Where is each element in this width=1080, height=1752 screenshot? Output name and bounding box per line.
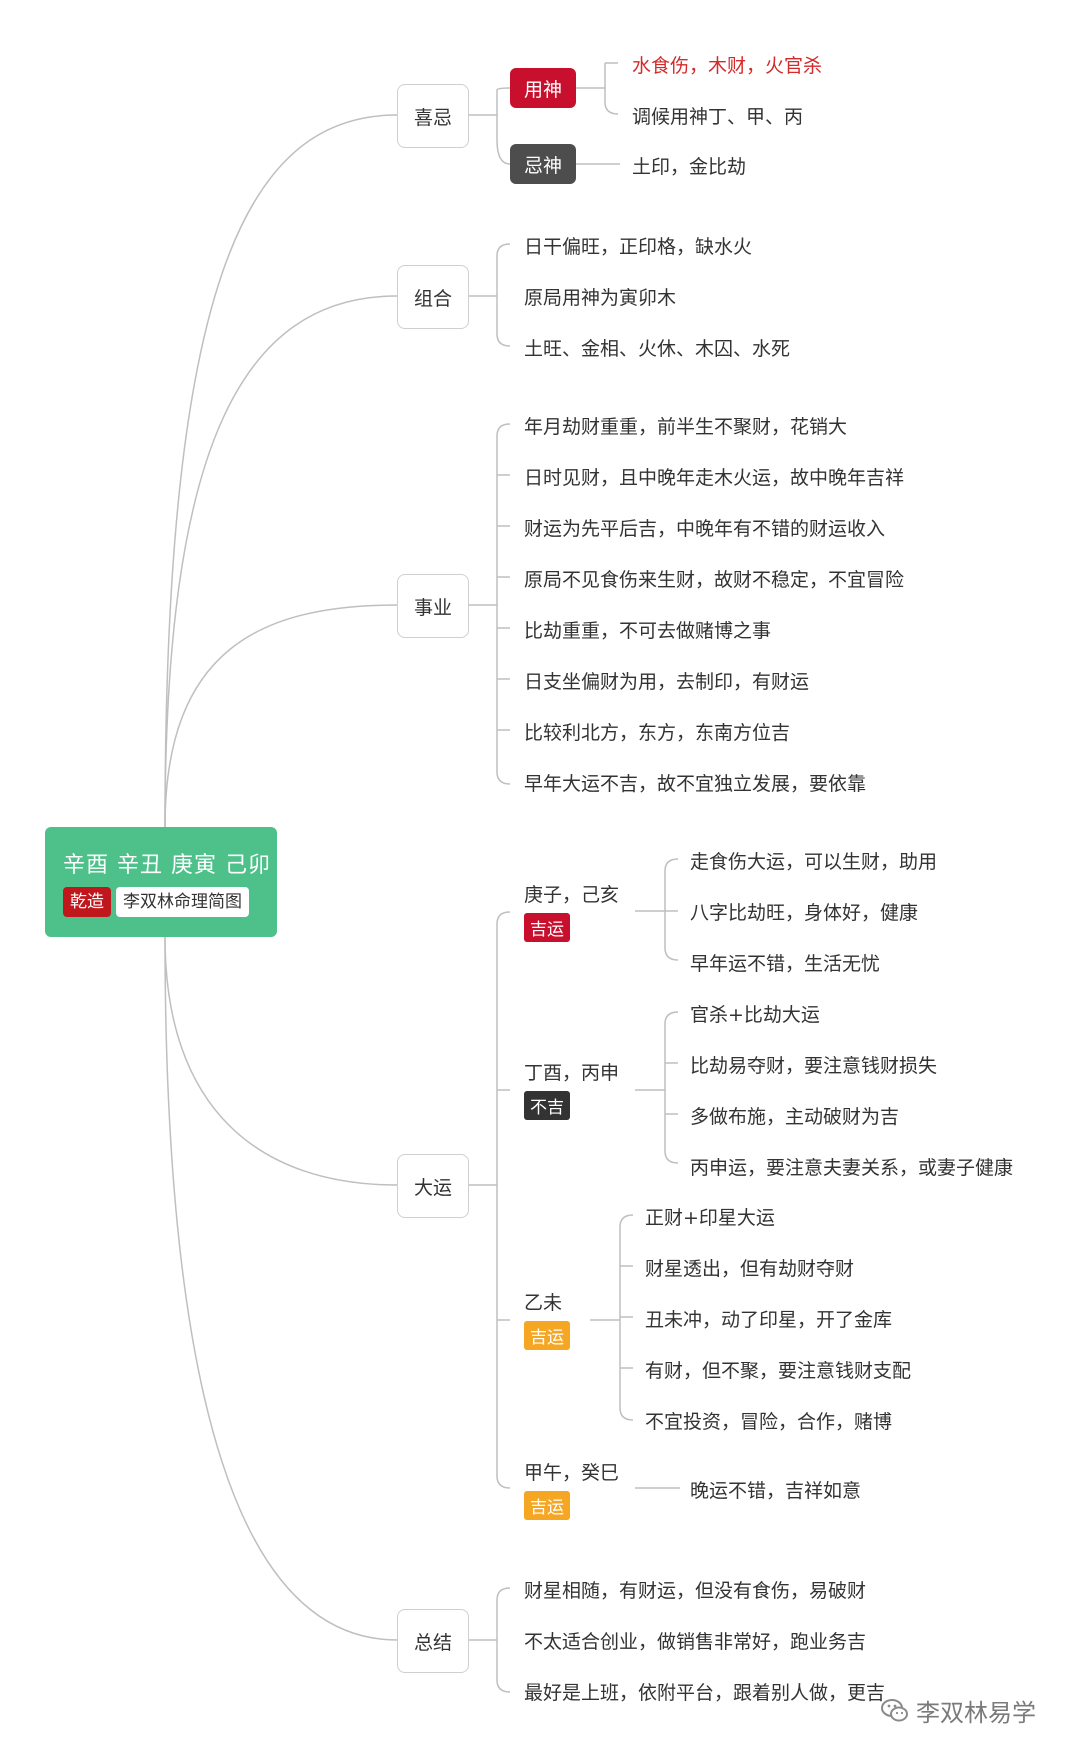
yongshen-item-2: 调候用神丁、甲、丙 [632, 106, 804, 128]
period-1-item-2: 八字比劫旺，身体好，健康 [690, 902, 919, 924]
shiye-item-5: 比劫重重，不可去做赌博之事 [524, 620, 772, 642]
root-tag-author: 李双林命理简图 [116, 887, 249, 917]
period-3-item-3: 丑未冲，动了印星，开了金库 [645, 1309, 893, 1331]
period-3-item-5: 不宜投资，冒险，合作，赌博 [645, 1411, 893, 1433]
period-4-tag: 吉运 [524, 1491, 570, 1520]
period-2-name: 丁酉，丙申 [524, 1062, 620, 1084]
root-title: 辛酉 辛丑 庚寅 己卯 [63, 853, 271, 878]
zongjie-item-2: 不太适合创业，做销售非常好，跑业务吉 [524, 1631, 867, 1653]
watermark-text: 李双林易学 [916, 1699, 1036, 1727]
category-shiye[interactable]: 事业 [397, 574, 469, 638]
dayun-period-3[interactable]: 乙未 吉运 [524, 1288, 570, 1350]
period-4-name: 甲午，癸巳 [524, 1462, 620, 1484]
root-node[interactable]: 辛酉 辛丑 庚寅 己卯 乾造 李双林命理简图 [45, 827, 277, 937]
shiye-item-3: 财运为先平后吉，中晚年有不错的财运收入 [524, 518, 886, 540]
shiye-item-1: 年月劫财重重，前半生不聚财，花销大 [524, 416, 848, 438]
shiye-item-8: 早年大运不吉，故不宜独立发展，要依靠 [524, 773, 867, 795]
jishen-item-1: 土印，金比劫 [632, 156, 747, 178]
jishen-node[interactable]: 忌神 [510, 144, 576, 184]
period-3-tag: 吉运 [524, 1321, 570, 1350]
period-2-item-1: 官杀+比劫大运 [690, 1004, 820, 1026]
period-1-tag: 吉运 [524, 913, 570, 942]
shiye-item-7: 比较利北方，东方，东南方位吉 [524, 722, 791, 744]
period-3-item-4: 有财，但不聚，要注意钱财支配 [645, 1360, 912, 1382]
yongshen-node[interactable]: 用神 [510, 68, 576, 108]
period-1-item-3: 早年运不错，生活无忧 [690, 953, 881, 975]
category-zuhe[interactable]: 组合 [397, 265, 469, 329]
period-2-item-2: 比劫易夺财，要注意钱财损失 [690, 1055, 938, 1077]
zuhe-item-2: 原局用神为寅卯木 [524, 287, 677, 309]
period-1-item-1: 走食伤大运，可以生财，助用 [690, 851, 938, 873]
period-3-item-1: 正财+印星大运 [645, 1207, 775, 1229]
dayun-period-2[interactable]: 丁酉，丙申 不吉 [524, 1058, 619, 1120]
category-zongjie[interactable]: 总结 [397, 1609, 469, 1673]
shiye-item-4: 原局不见食伤来生财，故财不稳定，不宜冒险 [524, 569, 905, 591]
watermark: 李双林易学 [880, 1693, 1036, 1728]
shiye-item-2: 日时见财，且中晚年走木火运，故中晚年吉祥 [524, 467, 905, 489]
shiye-item-6: 日支坐偏财为用，去制印，有财运 [524, 671, 810, 693]
wechat-icon [881, 1698, 908, 1721]
zuhe-item-1: 日干偏旺，正印格，缺水火 [524, 236, 753, 258]
period-4-item-1: 晚运不错，吉祥如意 [690, 1480, 862, 1502]
root-tag-qianzao: 乾造 [63, 887, 111, 917]
period-3-name: 乙未 [524, 1292, 563, 1314]
dayun-period-4[interactable]: 甲午，癸巳 吉运 [524, 1458, 619, 1520]
period-2-tag: 不吉 [524, 1091, 570, 1120]
dayun-period-1[interactable]: 庚子，己亥 吉运 [524, 880, 619, 942]
zongjie-item-3: 最好是上班，依附平台，跟着别人做，更吉 [524, 1682, 886, 1704]
period-1-name: 庚子，己亥 [524, 884, 620, 906]
period-2-item-3: 多做布施，主动破财为吉 [690, 1106, 900, 1128]
period-3-item-2: 财星透出，但有劫财夺财 [645, 1258, 855, 1280]
zongjie-item-1: 财星相随，有财运，但没有食伤，易破财 [524, 1580, 867, 1602]
yongshen-item-1: 水食伤，木财，火官杀 [632, 55, 823, 77]
period-2-item-4: 丙申运，要注意夫妻关系，或妻子健康 [690, 1157, 1014, 1179]
category-dayun[interactable]: 大运 [397, 1154, 469, 1218]
zuhe-item-3: 土旺、金相、火休、木囚、水死 [524, 338, 791, 360]
category-xiji[interactable]: 喜忌 [397, 84, 469, 148]
